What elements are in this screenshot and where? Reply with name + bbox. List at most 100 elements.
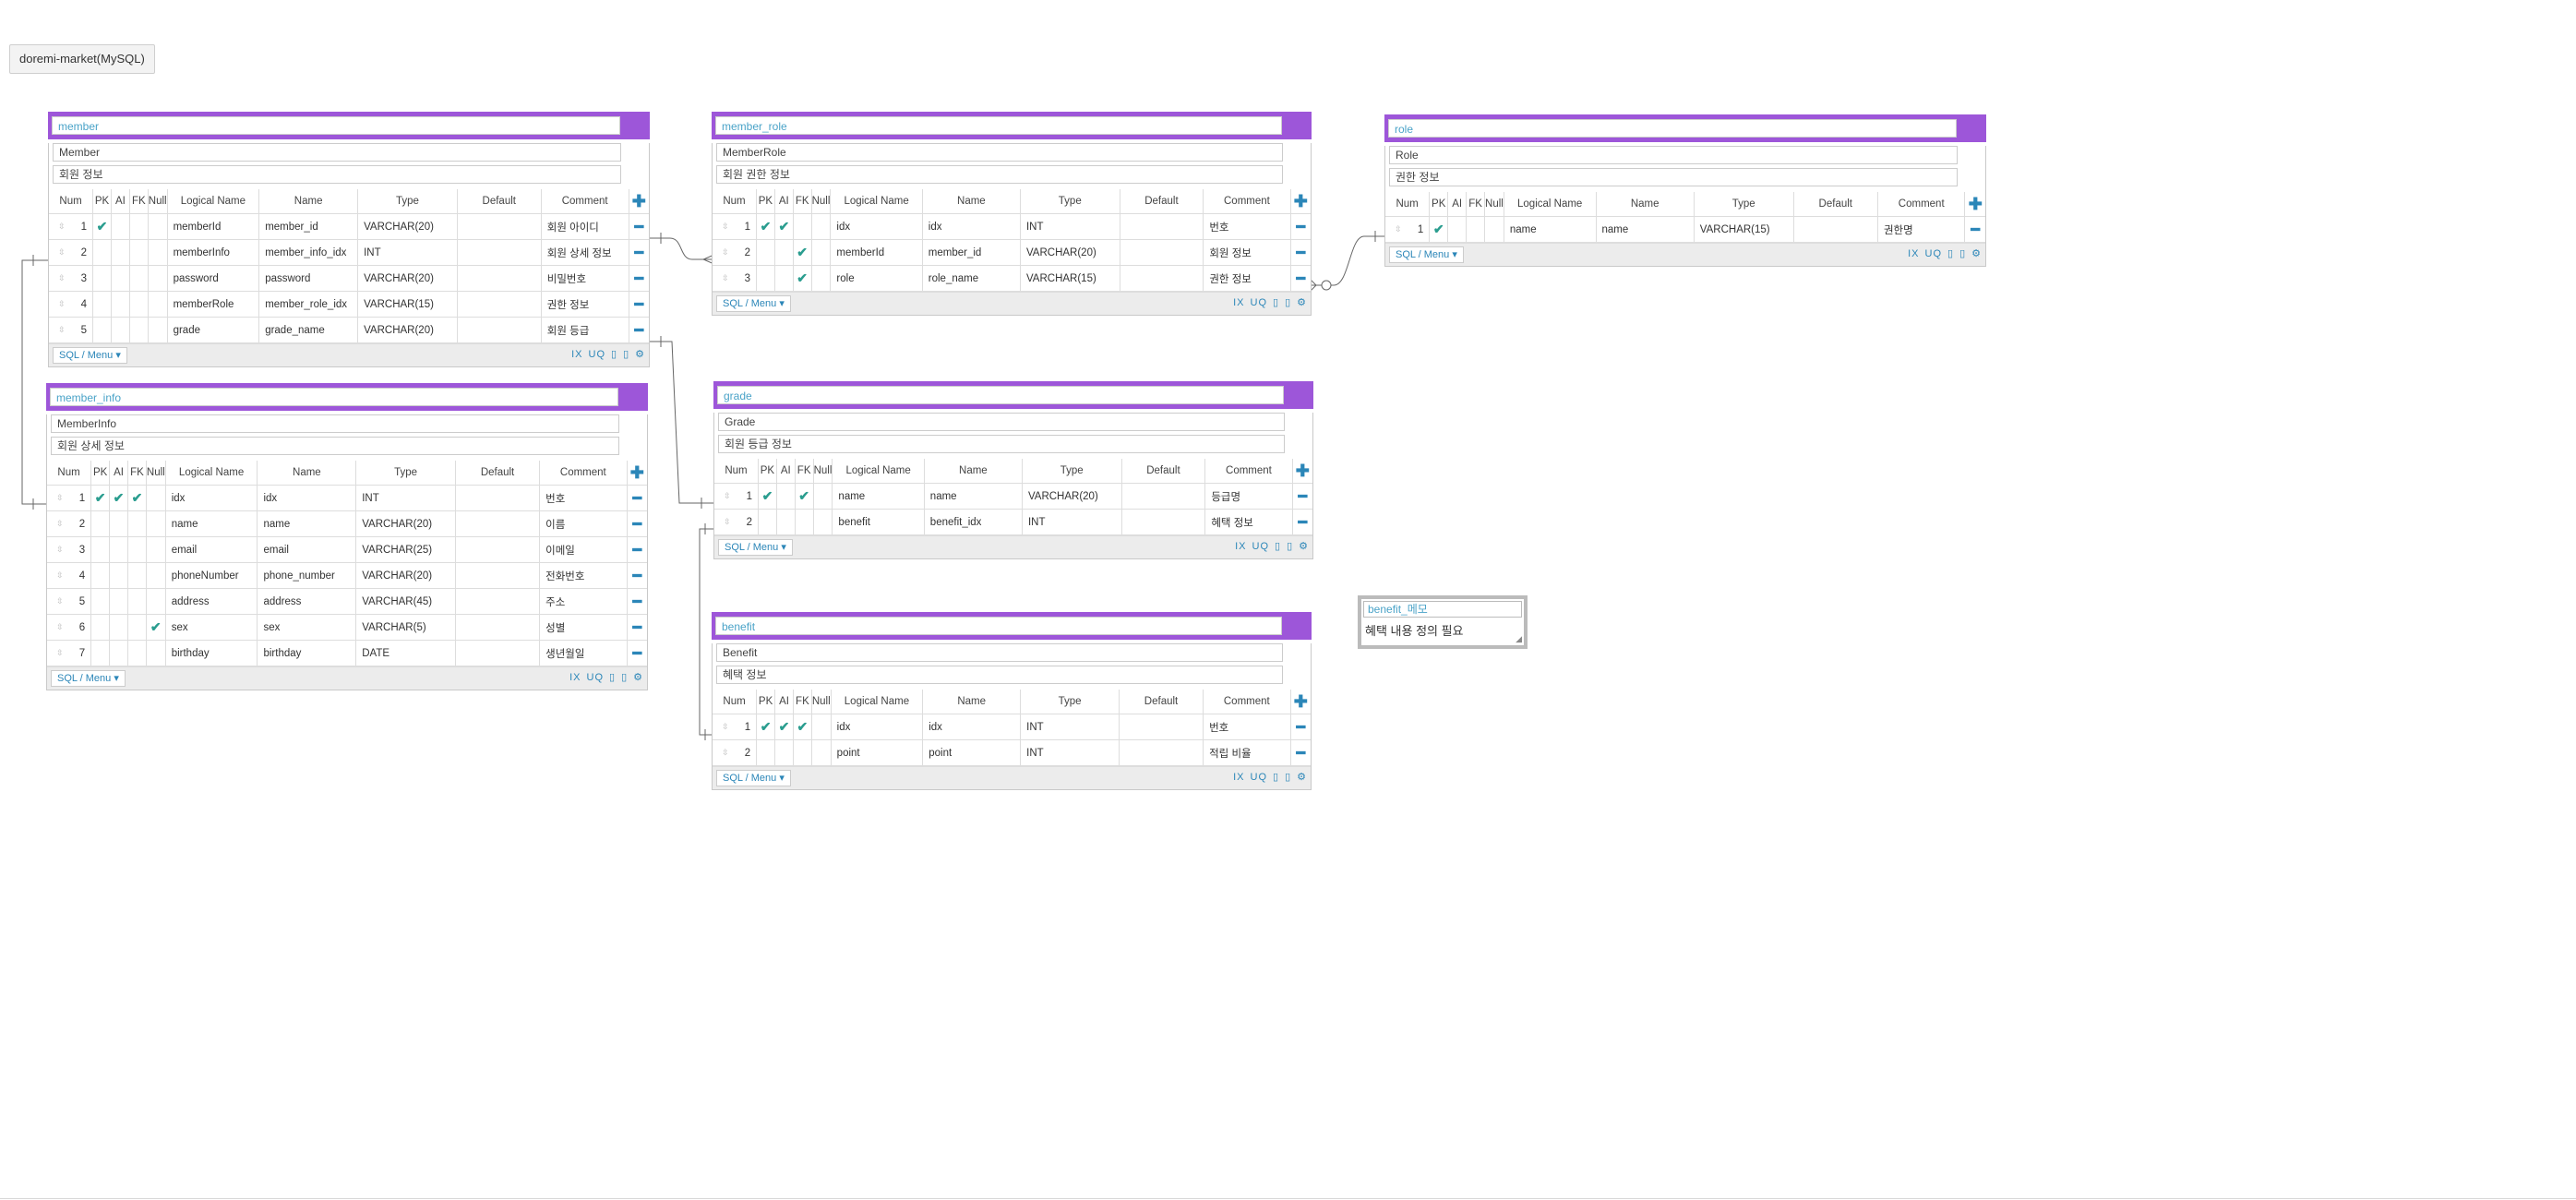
reorder-handle-icon[interactable]: ⇳ [722, 246, 729, 257]
column-default[interactable] [1119, 239, 1204, 266]
column-null-checkbox[interactable] [810, 714, 832, 740]
copy-icon[interactable]: ▯ [609, 672, 617, 683]
entity-logical-name[interactable]: Role [1389, 146, 1958, 164]
column-fk-checkbox[interactable] [128, 291, 149, 318]
column-pk-checkbox[interactable]: ✔ [757, 483, 777, 510]
column-fk-checkbox[interactable]: ✔ [792, 239, 812, 266]
column-default[interactable] [1119, 213, 1204, 240]
remove-column-button[interactable]: ━ [628, 265, 649, 292]
column-fk-checkbox[interactable] [126, 510, 147, 537]
column-null-checkbox[interactable] [145, 485, 166, 511]
column-num[interactable]: ⇳2 [714, 509, 759, 535]
column-comment[interactable]: 회원 아이디 [540, 213, 629, 240]
column-comment[interactable]: 회원 상세 정보 [540, 239, 629, 266]
column-default[interactable] [456, 291, 542, 318]
column-fk-checkbox[interactable] [126, 536, 147, 563]
column-type[interactable]: INT [1021, 509, 1122, 535]
column-default[interactable] [456, 265, 542, 292]
column-ai-checkbox[interactable] [109, 562, 128, 589]
gear-icon[interactable]: ⚙ [1299, 541, 1309, 552]
column-null-checkbox[interactable] [147, 265, 168, 292]
unique-button[interactable]: UQ [1924, 248, 1942, 259]
column-pk-checkbox[interactable]: ✔ [92, 213, 112, 240]
column-name[interactable]: email [257, 536, 357, 563]
column-logical[interactable]: role [830, 265, 923, 292]
column-pk-checkbox[interactable] [90, 536, 111, 563]
column-logical[interactable]: benefit [832, 509, 925, 535]
add-column-button[interactable]: ✚ [1964, 192, 1985, 217]
column-type[interactable]: DATE [355, 640, 456, 666]
entity-logical-name[interactable]: MemberRole [716, 143, 1283, 162]
column-ai-checkbox[interactable] [773, 265, 794, 292]
column-logical[interactable]: sex [164, 614, 258, 641]
remove-column-button[interactable]: ━ [626, 536, 647, 563]
reorder-handle-icon[interactable]: ⇳ [56, 621, 64, 631]
column-comment[interactable]: 권한 정보 [1203, 265, 1291, 292]
index-button[interactable]: IX [1235, 541, 1247, 552]
column-type[interactable]: VARCHAR(15) [357, 291, 458, 318]
column-num[interactable]: ⇳3 [47, 536, 92, 563]
reorder-handle-icon[interactable]: ⇳ [56, 492, 64, 502]
column-comment[interactable]: 주소 [539, 588, 628, 615]
remove-column-button[interactable]: ━ [1289, 239, 1311, 266]
copy-icon[interactable]: ▯ [1273, 772, 1280, 783]
column-type[interactable]: INT [1019, 213, 1120, 240]
resize-handle-icon[interactable]: ◢ [1516, 634, 1522, 643]
column-default[interactable] [1792, 216, 1878, 243]
column-num[interactable]: ⇳1 [713, 213, 757, 240]
column-type[interactable]: VARCHAR(25) [355, 536, 456, 563]
column-null-checkbox[interactable] [145, 588, 166, 615]
column-ai-checkbox[interactable] [775, 483, 796, 510]
reorder-handle-icon[interactable]: ⇳ [722, 221, 729, 231]
column-ai-checkbox[interactable] [109, 640, 128, 666]
delete-icon[interactable]: ▯ [1285, 297, 1292, 308]
column-pk-checkbox[interactable] [92, 265, 112, 292]
database-tab[interactable]: doremi-market(MySQL) [9, 44, 155, 74]
reorder-handle-icon[interactable]: ⇳ [56, 518, 64, 528]
column-comment[interactable]: 생년월일 [539, 640, 628, 666]
reorder-handle-icon[interactable]: ⇳ [722, 272, 729, 282]
entity-comment[interactable]: 혜택 정보 [716, 666, 1283, 684]
column-ai-checkbox[interactable] [111, 317, 130, 343]
column-name[interactable]: birthday [257, 640, 357, 666]
column-null-checkbox[interactable] [147, 213, 168, 240]
column-ai-checkbox[interactable] [773, 239, 794, 266]
index-button[interactable]: IX [1908, 248, 1920, 259]
column-null-checkbox[interactable] [145, 640, 166, 666]
entity-name-input[interactable]: member_role [715, 116, 1282, 135]
remove-column-button[interactable]: ━ [628, 291, 649, 318]
column-pk-checkbox[interactable]: ✔ [756, 714, 776, 740]
column-comment[interactable]: 성별 [539, 614, 628, 641]
column-logical[interactable]: birthday [164, 640, 258, 666]
unique-button[interactable]: UQ [588, 349, 605, 360]
column-type[interactable]: VARCHAR(20) [357, 213, 458, 240]
column-name[interactable]: member_info_idx [258, 239, 359, 266]
remove-column-button[interactable]: ━ [1291, 483, 1312, 510]
column-num[interactable]: ⇳5 [49, 317, 94, 343]
sql-menu-dropdown[interactable]: SQL / Menu ▾ [51, 670, 126, 687]
copy-icon[interactable]: ▯ [1275, 541, 1282, 552]
remove-column-button[interactable]: ━ [626, 510, 647, 537]
column-comment[interactable]: 이름 [539, 510, 628, 537]
remove-column-button[interactable]: ━ [1289, 739, 1311, 766]
memo-note[interactable]: benefit_메모 혜택 내용 정의 필요 ◢ [1358, 595, 1528, 649]
column-comment[interactable]: 회원 정보 [1203, 239, 1291, 266]
column-num[interactable]: ⇳5 [47, 588, 92, 615]
column-comment[interactable]: 번호 [1203, 213, 1291, 240]
delete-icon[interactable]: ▯ [1287, 541, 1294, 552]
column-logical[interactable]: name [1503, 216, 1597, 243]
column-default[interactable] [456, 213, 542, 240]
column-comment[interactable]: 권한명 [1876, 216, 1966, 243]
reorder-handle-icon[interactable]: ⇳ [56, 544, 64, 554]
entity-name-input[interactable]: grade [717, 386, 1284, 404]
column-null-checkbox[interactable]: ✔ [145, 614, 166, 641]
index-button[interactable]: IX [569, 672, 581, 683]
column-num[interactable]: ⇳2 [713, 239, 757, 266]
delete-icon[interactable]: ▯ [623, 349, 630, 360]
